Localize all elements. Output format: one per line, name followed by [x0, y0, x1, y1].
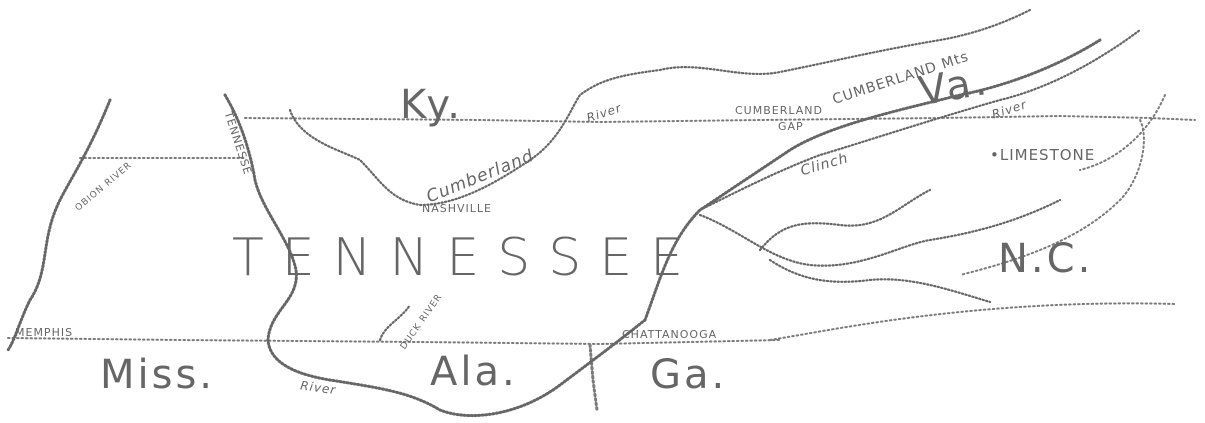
south-border-line: [7, 337, 781, 346]
cumberland-gap-label-2: GAP: [778, 120, 804, 133]
georgia-label: Ga.: [650, 352, 727, 398]
north-border-line: [244, 114, 1196, 124]
little-tennessee-river: [768, 258, 992, 304]
clinch-river: [698, 28, 1142, 212]
nashville-label: NASHVILLE: [422, 202, 492, 215]
cumberland-river: [288, 8, 1032, 207]
ala-ga-border-line: [588, 343, 599, 412]
va-nc-border-line: [959, 119, 1145, 276]
north-carolina-label: N.C.: [998, 236, 1093, 282]
hiwassee-river: [758, 188, 932, 252]
chattanooga-label: CHATTANOOGA: [622, 328, 717, 341]
kentucky-label: Ky.: [400, 82, 463, 128]
tennessee-river-lower-label: River: [299, 378, 337, 397]
tennessee-river-east: [643, 38, 1102, 322]
cumberland-gap-label-1: CUMBERLAND: [735, 104, 823, 117]
french-broad-river: [698, 198, 1062, 267]
nc-border-line: [769, 302, 1176, 341]
mississippi-river: [6, 98, 112, 352]
nc-mountain-line: [1079, 94, 1166, 171]
limestone-label: •LIMESTONE: [990, 146, 1095, 164]
mississippi-label: Miss.: [100, 352, 215, 398]
memphis-label: MEMPHIS: [15, 326, 73, 339]
duck-river: [378, 303, 412, 342]
obion-river-label: OBION RIVER: [74, 160, 135, 213]
tennessee-river-west: [223, 93, 647, 418]
tennessee-title: TENNESSEE: [232, 228, 701, 288]
alabama-label: Ala.: [430, 349, 518, 395]
cumberland-river-label: Cumberland: [424, 146, 537, 207]
